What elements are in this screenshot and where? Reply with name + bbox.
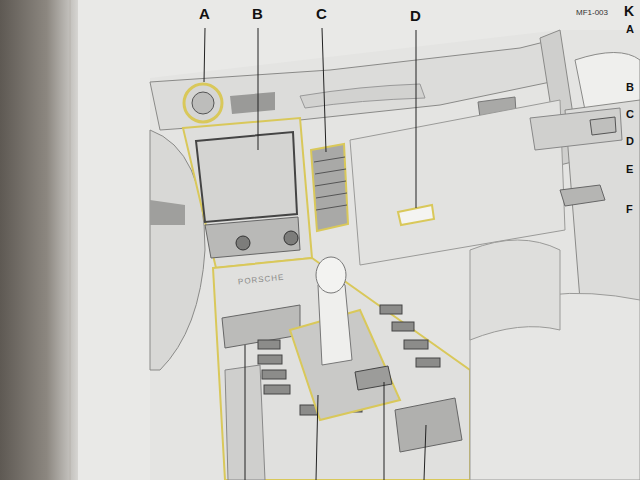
figure-code: MF1-003 [576,9,608,17]
screen-frame [183,118,312,268]
clock-gauge [184,84,222,122]
knob [284,231,298,245]
knob [236,236,250,250]
key-letter: D [626,136,634,147]
page-shadow [0,0,78,480]
wheel-buttons [150,200,185,225]
illustration-ground [150,30,640,480]
parking-switch [355,366,392,390]
air-vent [311,144,348,231]
callout-letter: A [199,6,210,21]
clock-face [192,92,214,114]
key-letter: E [626,164,633,175]
callout-letter: B [252,6,263,21]
leader-lines [204,28,426,480]
control-panel [205,217,300,258]
section-letter: K [624,4,634,18]
gear-knob [316,257,346,293]
display-screen [196,132,297,222]
button-row [222,305,300,348]
door-trim [530,108,622,150]
dash-panel [300,84,425,108]
footwell [470,240,560,340]
window-switch [560,185,605,206]
page-edge [69,0,71,480]
storage-tray [395,398,462,452]
vent-slats [314,157,347,210]
key-letter: C [626,109,634,120]
key-letter: A [626,24,634,35]
door-handle [590,117,616,135]
callout-letter: D [410,8,421,23]
callout-letter: C [316,6,327,21]
center-console [213,258,470,480]
key-letter: B [626,82,634,93]
center-vent-top [230,92,275,114]
key-letter: F [626,204,633,215]
